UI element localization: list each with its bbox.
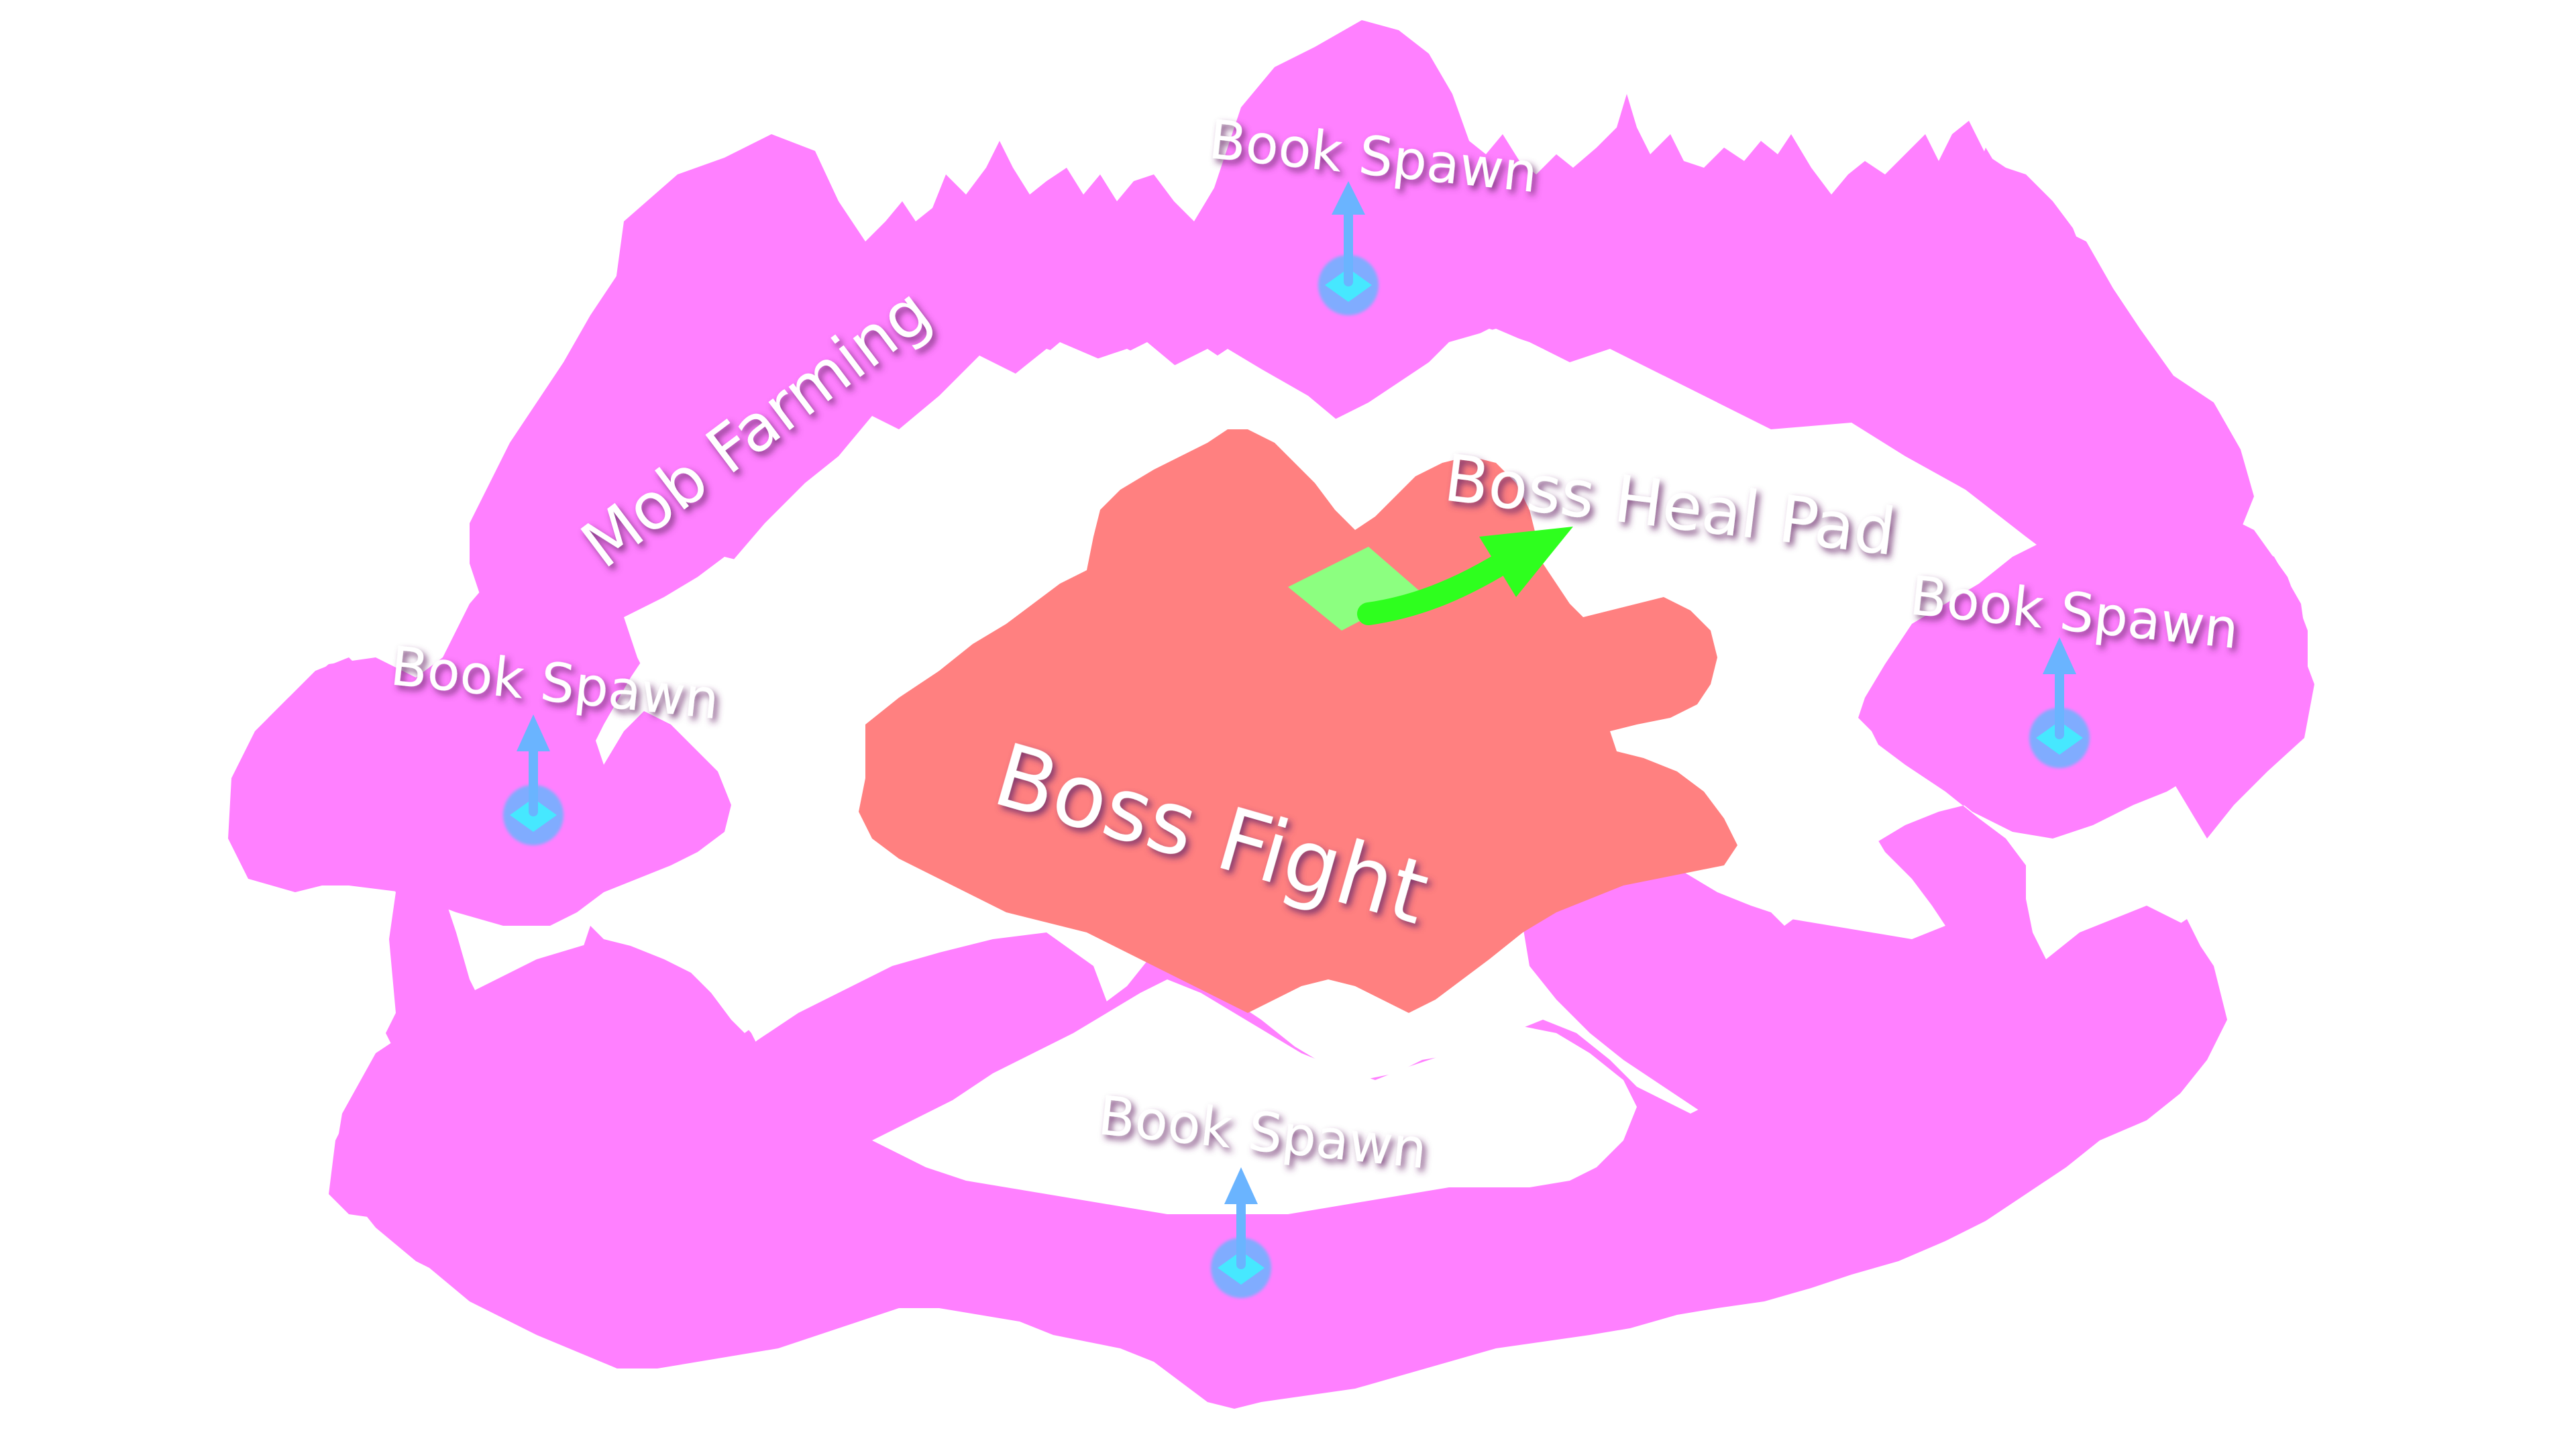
- void-left: [624, 557, 979, 926]
- void-top: [953, 329, 1717, 537]
- left-platform: [235, 657, 731, 926]
- top-corridor: [456, 20, 2314, 919]
- arrow-icon: [1357, 527, 1573, 625]
- heal-pad-icon: [1288, 547, 1419, 631]
- book-spawn-marker-icon: [2029, 637, 2090, 768]
- void-bottom: [872, 979, 1637, 1214]
- top-right-lobe: [1811, 148, 2254, 543]
- book-spawn-marker-icon: [503, 714, 564, 845]
- mob-farming-zone: [228, 20, 2314, 1409]
- book-spawn-marker-icon: [1211, 1167, 1271, 1298]
- top-left-lobe: [470, 148, 885, 678]
- right-edge: [2200, 510, 2308, 698]
- right-platform: [1851, 530, 2308, 839]
- book-spawn-marker-icon: [1318, 181, 1379, 315]
- void-left-lower: [590, 872, 906, 1033]
